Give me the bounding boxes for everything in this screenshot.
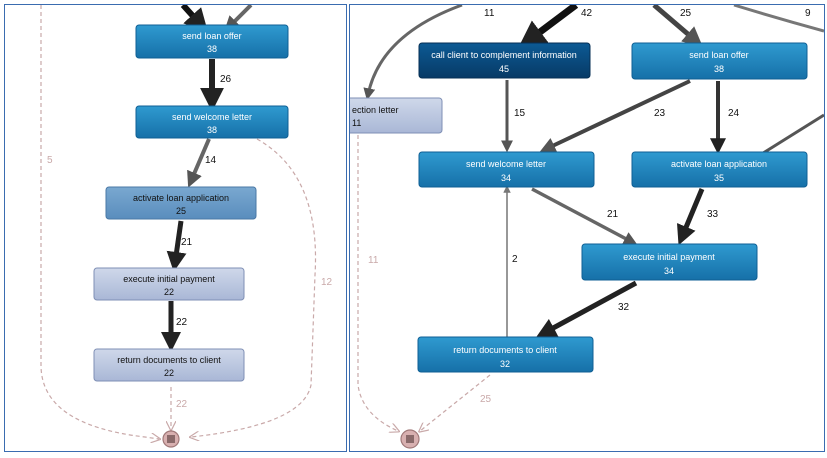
edge-label: 22 — [176, 399, 188, 410]
node-label: call client to complement information — [431, 50, 577, 60]
node-label: activate loan application — [133, 193, 229, 203]
node-count: 22 — [164, 287, 174, 297]
edge-label: 12 — [321, 277, 333, 288]
edge-label: 14 — [205, 155, 217, 166]
left-process-map: send loan offer 38 send welcome letter 3… — [40, 5, 333, 448]
edge-label: 21 — [181, 237, 193, 248]
edge-label: 32 — [618, 302, 630, 313]
edge-label: 5 — [47, 155, 53, 166]
edge-label: 21 — [607, 209, 619, 220]
left-process-panel: send loan offer 38 send welcome letter 3… — [4, 4, 347, 452]
incoming-edges — [180, 5, 253, 34]
node-count: 35 — [714, 173, 724, 183]
node-label: activate loan application — [671, 159, 767, 169]
edge-label: 42 — [581, 8, 593, 19]
edge-label: 25 — [480, 394, 492, 405]
edge-label: 33 — [707, 209, 719, 220]
node-call-client-to-complement-information[interactable]: call client to complement information 45 — [418, 42, 591, 79]
node-send-loan-offer[interactable]: send loan offer 38 — [631, 42, 808, 80]
node-execute-initial-payment[interactable]: execute initial payment 22 — [93, 267, 245, 301]
node-return-documents-to-client[interactable]: return documents to client 22 — [93, 348, 245, 382]
solid-edges — [161, 59, 224, 352]
node-count: 38 — [207, 125, 217, 135]
right-process-panel: ection letter 11 call client to compleme… — [349, 4, 825, 452]
node-label: execute initial payment — [623, 252, 715, 262]
node-count: 34 — [664, 266, 674, 276]
node-label: send loan offer — [182, 31, 241, 41]
node-count: 32 — [500, 359, 510, 369]
edge-label: 26 — [220, 74, 232, 85]
node-count: 38 — [714, 64, 724, 74]
node-count: 38 — [207, 44, 217, 54]
node-execute-initial-payment[interactable]: execute initial payment 34 — [581, 243, 758, 281]
node-rejection-letter[interactable]: ection letter 11 — [350, 97, 443, 134]
edge-label: 15 — [514, 108, 526, 119]
node-send-welcome-letter[interactable]: send welcome letter 34 — [418, 151, 595, 188]
edge-label: 11 — [368, 255, 379, 266]
node-send-loan-offer[interactable]: send loan offer 38 — [135, 24, 289, 59]
edge-label: 22 — [176, 317, 188, 328]
node-label: return documents to client — [117, 355, 221, 365]
node-label: send welcome letter — [172, 112, 252, 122]
node-activate-loan-application[interactable]: activate loan application 35 — [631, 151, 808, 188]
node-label: return documents to client — [453, 345, 557, 355]
edge-labels: 26 14 21 22 22 5 12 — [47, 74, 333, 410]
node-label: send loan offer — [689, 50, 748, 60]
solid-edges — [363, 5, 824, 338]
node-count: 25 — [176, 206, 186, 216]
right-process-map: ection letter 11 call client to compleme… — [350, 5, 824, 449]
node-count: 11 — [352, 118, 361, 128]
node-send-welcome-letter[interactable]: send welcome letter 38 — [135, 105, 289, 139]
edge-label: 9 — [805, 8, 811, 19]
end-node-icon — [162, 430, 180, 448]
dashed-edges — [40, 5, 317, 439]
edge-label: 25 — [680, 8, 692, 19]
edge-label: 11 — [484, 8, 495, 19]
node-count: 34 — [501, 173, 511, 183]
node-activate-loan-application[interactable]: activate loan application 25 — [105, 186, 257, 220]
node-count: 22 — [164, 368, 174, 378]
node-count: 45 — [499, 64, 509, 74]
node-return-documents-to-client[interactable]: return documents to client 32 — [417, 336, 594, 373]
edge-labels: 11 42 25 9 15 23 24 21 33 2 11 32 25 — [368, 8, 811, 405]
edge-label: 24 — [728, 108, 740, 119]
node-label: send welcome letter — [466, 159, 546, 169]
edge-label: 23 — [654, 108, 666, 119]
node-label: execute initial payment — [123, 274, 215, 284]
node-label: ection letter — [352, 105, 399, 115]
dashed-edges — [357, 135, 491, 431]
end-node-icon — [400, 429, 420, 449]
edge-label: 2 — [512, 254, 518, 265]
